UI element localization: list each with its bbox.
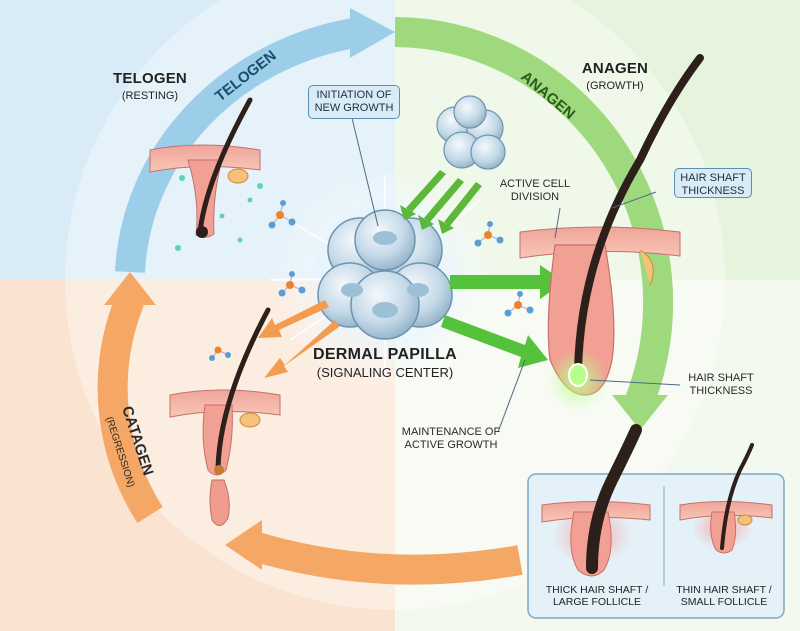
anagen-arc-arrow	[394, 17, 673, 406]
catagen-arc-arrow	[97, 294, 163, 524]
telogen-title: TELOGEN	[113, 70, 187, 87]
signal-arrow-catagen-1	[258, 300, 329, 338]
active-division-label: ACTIVE CELL DIVISION	[499, 178, 571, 203]
dermal-papilla-title: DERMAL PAPILLA	[312, 346, 458, 363]
thick-follicle-caption: THICK HAIR SHAFT / LARGE FOLLICLE	[545, 584, 649, 609]
catagen-follicle	[169, 307, 281, 526]
signal-arrow-maintenance	[441, 315, 548, 368]
anagen-title: ANAGEN	[581, 60, 649, 77]
telogen-subtitle: (RESTING)	[121, 90, 179, 102]
dermal-papilla-subtitle: (SIGNALING CENTER)	[316, 365, 454, 380]
thick-follicle-illustration	[541, 424, 651, 577]
dermal-papilla-cluster	[317, 209, 453, 340]
initiation-callout: INITIATION OF NEW GROWTH	[308, 85, 400, 119]
sparkle-dots	[175, 175, 263, 251]
thin-follicle-caption: THIN HAIR SHAFT / SMALL FOLLICLE	[676, 584, 772, 609]
shaft-thickness-label: HAIR SHAFT THICKNESS	[688, 372, 754, 397]
telogen-follicle	[149, 97, 261, 238]
thin-follicle-illustration	[679, 443, 773, 554]
shaft-thickness-callout: HAIR SHAFT THICKNESS	[674, 168, 752, 198]
return-arc-arrow	[245, 530, 523, 585]
anagen-subtitle: (GROWTH)	[586, 80, 644, 92]
telogen-arc-arrow	[115, 17, 363, 273]
dividing-cell-cluster	[436, 95, 506, 170]
leader-lines	[351, 117, 681, 433]
division-arrows	[400, 170, 482, 234]
signal-molecules	[209, 200, 534, 361]
maintenance-label: MAINTENANCE OF ACTIVE GROWTH	[401, 426, 501, 451]
anagen-follicle	[519, 54, 704, 410]
signal-arrow-catagen-2	[264, 320, 339, 378]
signal-arrow-anagen	[450, 265, 565, 299]
